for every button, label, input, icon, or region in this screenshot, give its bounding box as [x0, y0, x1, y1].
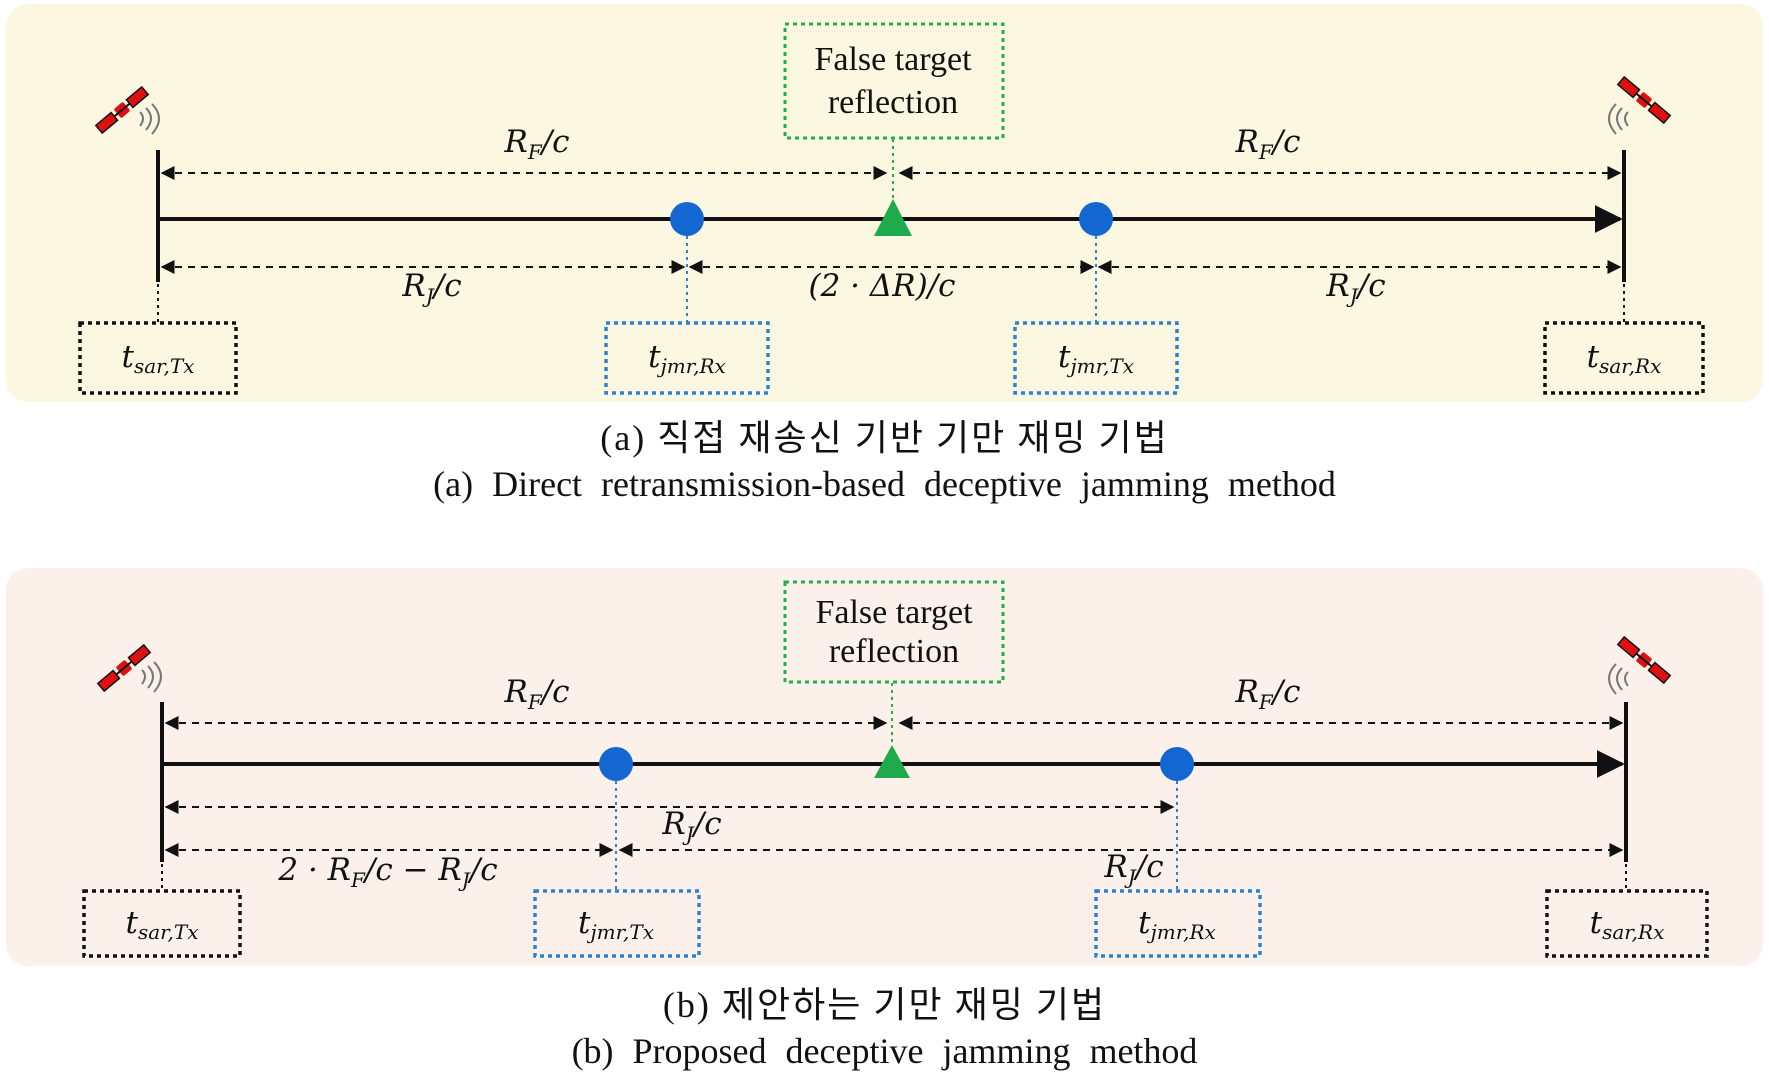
time-label-sar-rx: tsar,Rx [1590, 905, 1665, 944]
caption-b-english: (b) Proposed deceptive jamming method [571, 1031, 1198, 1071]
caption-b-korean: (b) 제안하는 기만 재밍 기법 [662, 985, 1107, 1025]
panel-a: False target reflection RF/c RF/c RJ/c (… [6, 4, 1763, 402]
signal-waves-icon [1608, 663, 1629, 695]
rf-right-label: RF/c [1234, 124, 1300, 164]
rj-left-label: RJ/c [401, 268, 461, 308]
rf-left-label: RF/c [503, 124, 569, 164]
time-box-jmr-tx [1013, 321, 1179, 395]
panel-a-background [6, 4, 1763, 402]
jammer-rx-point [1160, 747, 1194, 781]
signal-waves-icon [1608, 103, 1629, 135]
time-label-sar-tx: tsar,Tx [122, 339, 195, 378]
time-box-jmr-rx [1094, 889, 1262, 958]
time-label-jmr-rx: tjmr,Rx [648, 339, 726, 378]
time-label-jmr-tx: tjmr,Tx [1058, 339, 1134, 378]
false-target-box [783, 22, 1005, 140]
time-label-sar-tx: tsar,Tx [126, 905, 199, 944]
false-target-line2: reflection [829, 633, 959, 670]
false-target-line1: False target [814, 41, 972, 78]
time-box-jmr-rx [604, 321, 770, 395]
time-label-sar-rx: tsar,Rx [1587, 339, 1662, 378]
caption-a-korean: (a) 직접 재송신 기반 기만 재밍 기법 [600, 418, 1169, 458]
false-target-box [783, 580, 1005, 684]
false-target-marker [874, 745, 910, 778]
rf-right-label: RF/c [1234, 674, 1300, 714]
caption-a-english: (a) Direct retransmission-based deceptiv… [433, 464, 1336, 504]
signal-waves-icon [141, 661, 162, 693]
time-label-jmr-rx: tjmr,Rx [1138, 905, 1216, 944]
false-target-marker [874, 199, 912, 236]
panel-b: False target reflection RF/c RF/c RJ/c 2… [6, 568, 1763, 966]
rj-right-label: RJ/c [1103, 849, 1163, 889]
jammer-tx-point [1079, 202, 1113, 236]
false-target-line1: False target [815, 594, 973, 631]
delta-label: (2 · ΔR)/c [808, 268, 955, 304]
time-box-sar-rx [1545, 889, 1709, 958]
rj-mid-label: RJ/c [661, 806, 721, 846]
time-box-sar-rx [1543, 321, 1705, 395]
jammer-rx-point [670, 202, 704, 236]
signal-waves-icon [139, 103, 160, 135]
time-box-jmr-tx [533, 889, 701, 958]
combo-label: 2 · RF/c − RJ/c [277, 852, 497, 892]
time-box-sar-tx [82, 889, 242, 958]
false-target-line2: reflection [828, 84, 958, 121]
time-box-sar-tx [78, 321, 238, 395]
rj-right-label: RJ/c [1325, 268, 1385, 308]
jammer-tx-point [599, 747, 633, 781]
time-label-jmr-tx: tjmr,Tx [578, 905, 654, 944]
rf-left-label: RF/c [503, 674, 569, 714]
